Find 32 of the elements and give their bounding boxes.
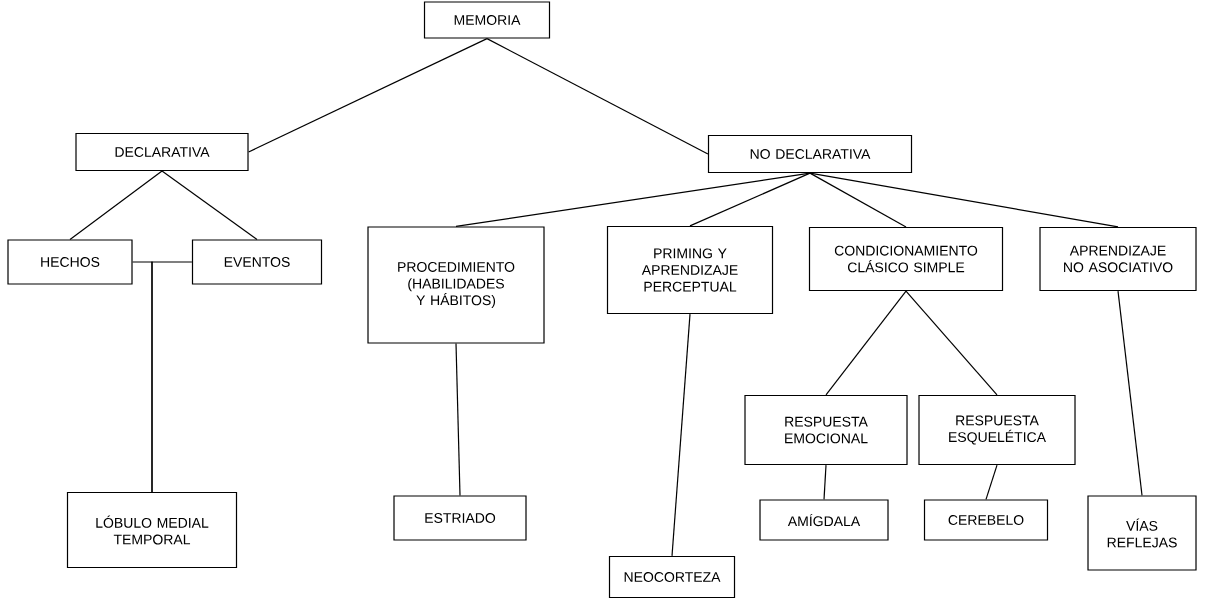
text-box: RESPUESTA ESQUELÉTICA: [918, 394, 1076, 466]
text-box: CEREBELO: [923, 499, 1049, 541]
text-box: ESTRIADO: [393, 495, 527, 541]
text-box: AMÍGDALA: [759, 499, 889, 541]
connector-line: [809, 172, 1119, 228]
connector-line: [455, 343, 461, 496]
text-box: LÓBULO MEDIAL TEMPORAL: [66, 491, 238, 569]
connector-line: [809, 172, 907, 228]
connector-line: [1117, 290, 1143, 496]
connector-line: [671, 313, 691, 557]
connector-line: [985, 464, 998, 500]
connector-line: [825, 290, 907, 396]
text-box: PRIMING Y APRENDIZAJE PERCEPTUAL: [606, 225, 774, 315]
text-box: EVENTOS: [191, 239, 323, 285]
text-box: NEOCORTEZA: [608, 555, 736, 599]
text-box: DECLARATIVA: [75, 132, 249, 172]
text-box: RESPUESTA EMOCIONAL: [744, 394, 908, 466]
connector-line: [161, 170, 258, 240]
connector-line: [823, 464, 827, 500]
text-box: PROCEDIMIENTO (HABILIDADES Y HÁBITOS): [367, 226, 545, 344]
connector-line: [905, 290, 998, 396]
connector-line: [151, 261, 193, 493]
text-box: NO DECLARATIVA: [707, 134, 913, 174]
connector-line: [248, 38, 488, 153]
connector-line: [689, 172, 811, 227]
text-box: APRENDIZAJE NO ASOCIATIVO: [1039, 226, 1197, 292]
text-box: MEMORIA: [423, 1, 551, 39]
connector-line: [486, 38, 709, 155]
connector-line: [69, 170, 163, 240]
text-box: CONDICIONAMIENTO CLÁSICO SIMPLE: [808, 226, 1004, 292]
text-box: VÍAS REFLEJAS: [1087, 495, 1197, 571]
text-box: HECHOS: [7, 239, 133, 285]
